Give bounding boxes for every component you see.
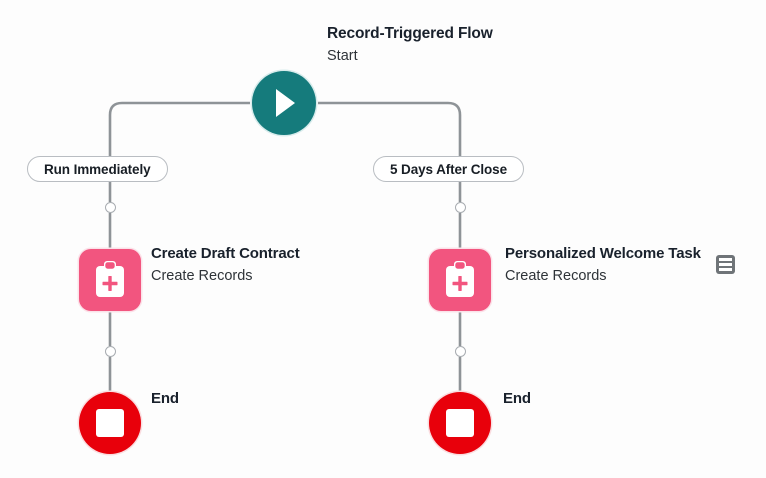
end-node-right[interactable] — [429, 392, 491, 454]
clipboard-plus-icon — [446, 261, 474, 297]
action-label-personalized-welcome-task: Personalized Welcome Task Create Records — [505, 244, 701, 284]
connector-dot[interactable] — [104, 202, 116, 213]
connector-dot[interactable] — [454, 202, 466, 213]
list-menu-icon[interactable] — [716, 255, 735, 274]
start-node[interactable] — [252, 71, 316, 135]
action-label-create-draft-contract: Create Draft Contract Create Records — [151, 244, 300, 284]
clipboard-plus-icon — [96, 261, 124, 297]
action-node-personalized-welcome-task[interactable] — [429, 249, 491, 311]
flow-subtitle: Start — [327, 47, 358, 64]
flow-header: Record-Triggered Flow Start — [327, 26, 493, 63]
menu-line — [719, 268, 732, 271]
action-node-create-draft-contract[interactable] — [79, 249, 141, 311]
action-title: Create Draft Contract — [151, 245, 300, 262]
action-title: Personalized Welcome Task — [505, 245, 701, 262]
connector-dot[interactable] — [454, 346, 466, 357]
action-subtitle: Create Records — [505, 268, 607, 285]
stop-square-icon — [446, 409, 474, 437]
branch-pill-run-immediately[interactable]: Run Immediately — [27, 156, 168, 182]
end-label-right: End — [503, 390, 531, 407]
menu-line — [719, 258, 732, 261]
menu-line — [719, 263, 732, 266]
play-icon — [276, 89, 295, 117]
action-subtitle: Create Records — [151, 268, 253, 285]
page-title: Record-Triggered Flow — [327, 25, 493, 42]
end-label-left: End — [151, 390, 179, 407]
stop-square-icon — [96, 409, 124, 437]
branch-pill-5-days-after-close[interactable]: 5 Days After Close — [373, 156, 524, 182]
end-node-left[interactable] — [79, 392, 141, 454]
connector-dot[interactable] — [104, 346, 116, 357]
